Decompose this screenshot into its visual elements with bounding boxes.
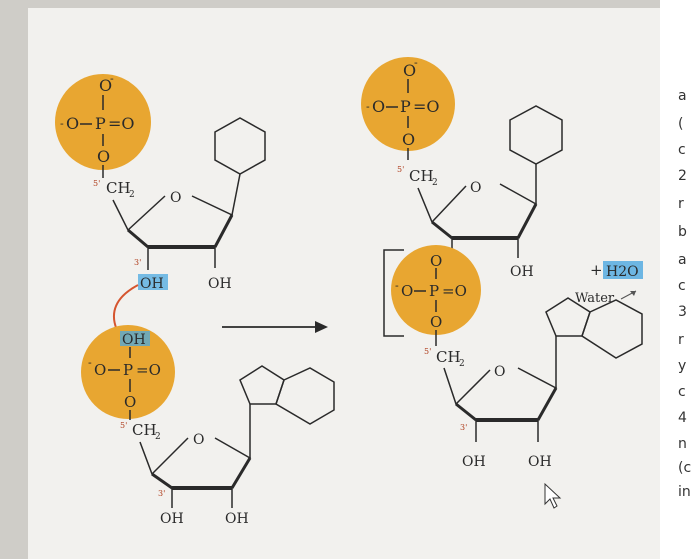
svg-text:=O: =O [136,361,161,379]
svg-text:O: O [494,364,505,380]
svg-text:-: - [395,279,399,292]
svg-text:+: + [590,261,603,279]
svg-text:2: 2 [129,190,135,200]
svg-text:-: - [414,56,418,69]
svg-text:P: P [429,282,439,300]
svg-text:O: O [124,393,136,411]
margin-fragment: c [678,384,686,400]
margin-fragment: 2 [678,168,687,184]
svg-text:P: P [95,114,106,133]
margin-fragment: c [678,142,686,158]
svg-text:CH: CH [132,421,157,439]
svg-text:O: O [403,61,416,80]
svg-text:O: O [66,114,79,133]
svg-text:OH: OH [140,276,164,292]
left-bottom-nucleotide: OH - O P =O O 5' CH 2 O 3' OH OH [81,325,335,527]
margin-fragment: a [678,252,687,268]
svg-text:-: - [60,117,64,130]
margin-fragment: n [678,436,687,452]
base-hexagon-left-top [214,117,266,175]
svg-text:O: O [193,432,204,448]
svg-text:OH: OH [208,276,232,292]
svg-text:5': 5' [120,421,127,430]
svg-text:O: O [401,282,413,300]
svg-text:-: - [366,100,370,113]
svg-text:=O: =O [442,282,467,300]
right-bottom-nucleotide: 5' CH 2 O 3' OH OH [424,297,643,470]
svg-text:O: O [402,130,415,149]
mouse-cursor-icon [544,482,562,509]
margin-fragment: 3 [678,304,687,320]
margin-fragment: c [678,278,686,294]
margin-fragment: ( [678,116,684,132]
svg-text:CH: CH [409,167,434,185]
svg-text:3': 3' [460,423,467,432]
svg-text:3': 3' [158,489,165,498]
svg-text:=O: =O [108,114,135,133]
svg-text:P: P [123,361,133,379]
svg-text:O: O [430,252,442,270]
svg-text:H2O: H2O [606,264,639,280]
svg-text:-: - [110,72,114,85]
svg-text:5': 5' [424,347,431,356]
svg-text:O: O [372,97,385,116]
svg-text:O: O [170,190,181,206]
svg-text:2: 2 [432,178,438,188]
linking-phosphate: O - O P =O O [391,245,481,346]
phosphate-circle-left-bottom [81,325,175,419]
margin-fragment: a [678,88,687,104]
svg-text:OH: OH [510,264,534,280]
svg-text:O: O [94,361,106,379]
svg-text:=O: =O [413,97,440,116]
phosphate-circle-middle [391,245,481,335]
svg-text:5': 5' [93,179,100,188]
svg-text:P: P [400,97,411,116]
margin-fragment: r [678,196,684,212]
margin-fragment: in [678,484,691,500]
svg-text:2: 2 [155,432,161,442]
svg-text:-: - [88,356,92,369]
right-top-nucleotide: O - - O P =O O 5' CH 2 O 3' OH [361,56,563,280]
water-product: + H2O Water [575,261,643,306]
svg-text:OH: OH [225,511,249,527]
svg-text:CH: CH [436,348,461,366]
svg-text:3': 3' [134,258,141,267]
base-hexagon-right-top [509,105,563,165]
margin-fragment: r [678,332,684,348]
svg-text:O: O [97,147,110,166]
svg-text:O: O [430,313,442,331]
right-margin-text: a ( c 2 r b a c 3 r y c 4 n (c in [676,0,700,559]
svg-text:O: O [470,180,481,196]
bracket [383,249,404,337]
left-top-nucleotide: O - - O P =O O 5' CH 2 O 3' OH OH [55,72,266,292]
phosphate-circle-right-top [361,57,455,151]
margin-fragment: 4 [678,410,687,426]
svg-text:OH: OH [160,511,184,527]
svg-text:5': 5' [397,165,404,174]
margin-fragment: y [678,358,687,374]
svg-text:OH: OH [122,332,146,348]
phosphate-circle-left-top [55,74,151,170]
base-hexagon-left-bottom [275,367,335,425]
margin-fragment: b [678,224,687,240]
svg-text:2: 2 [459,359,465,369]
svg-text:CH: CH [106,179,131,197]
margin-fragment: (c [678,460,692,476]
svg-text:Water: Water [575,291,615,306]
svg-text:OH: OH [462,454,486,470]
svg-text:O: O [99,76,112,95]
base-hexagon-right-bottom [581,299,643,359]
svg-text:OH: OH [528,454,552,470]
